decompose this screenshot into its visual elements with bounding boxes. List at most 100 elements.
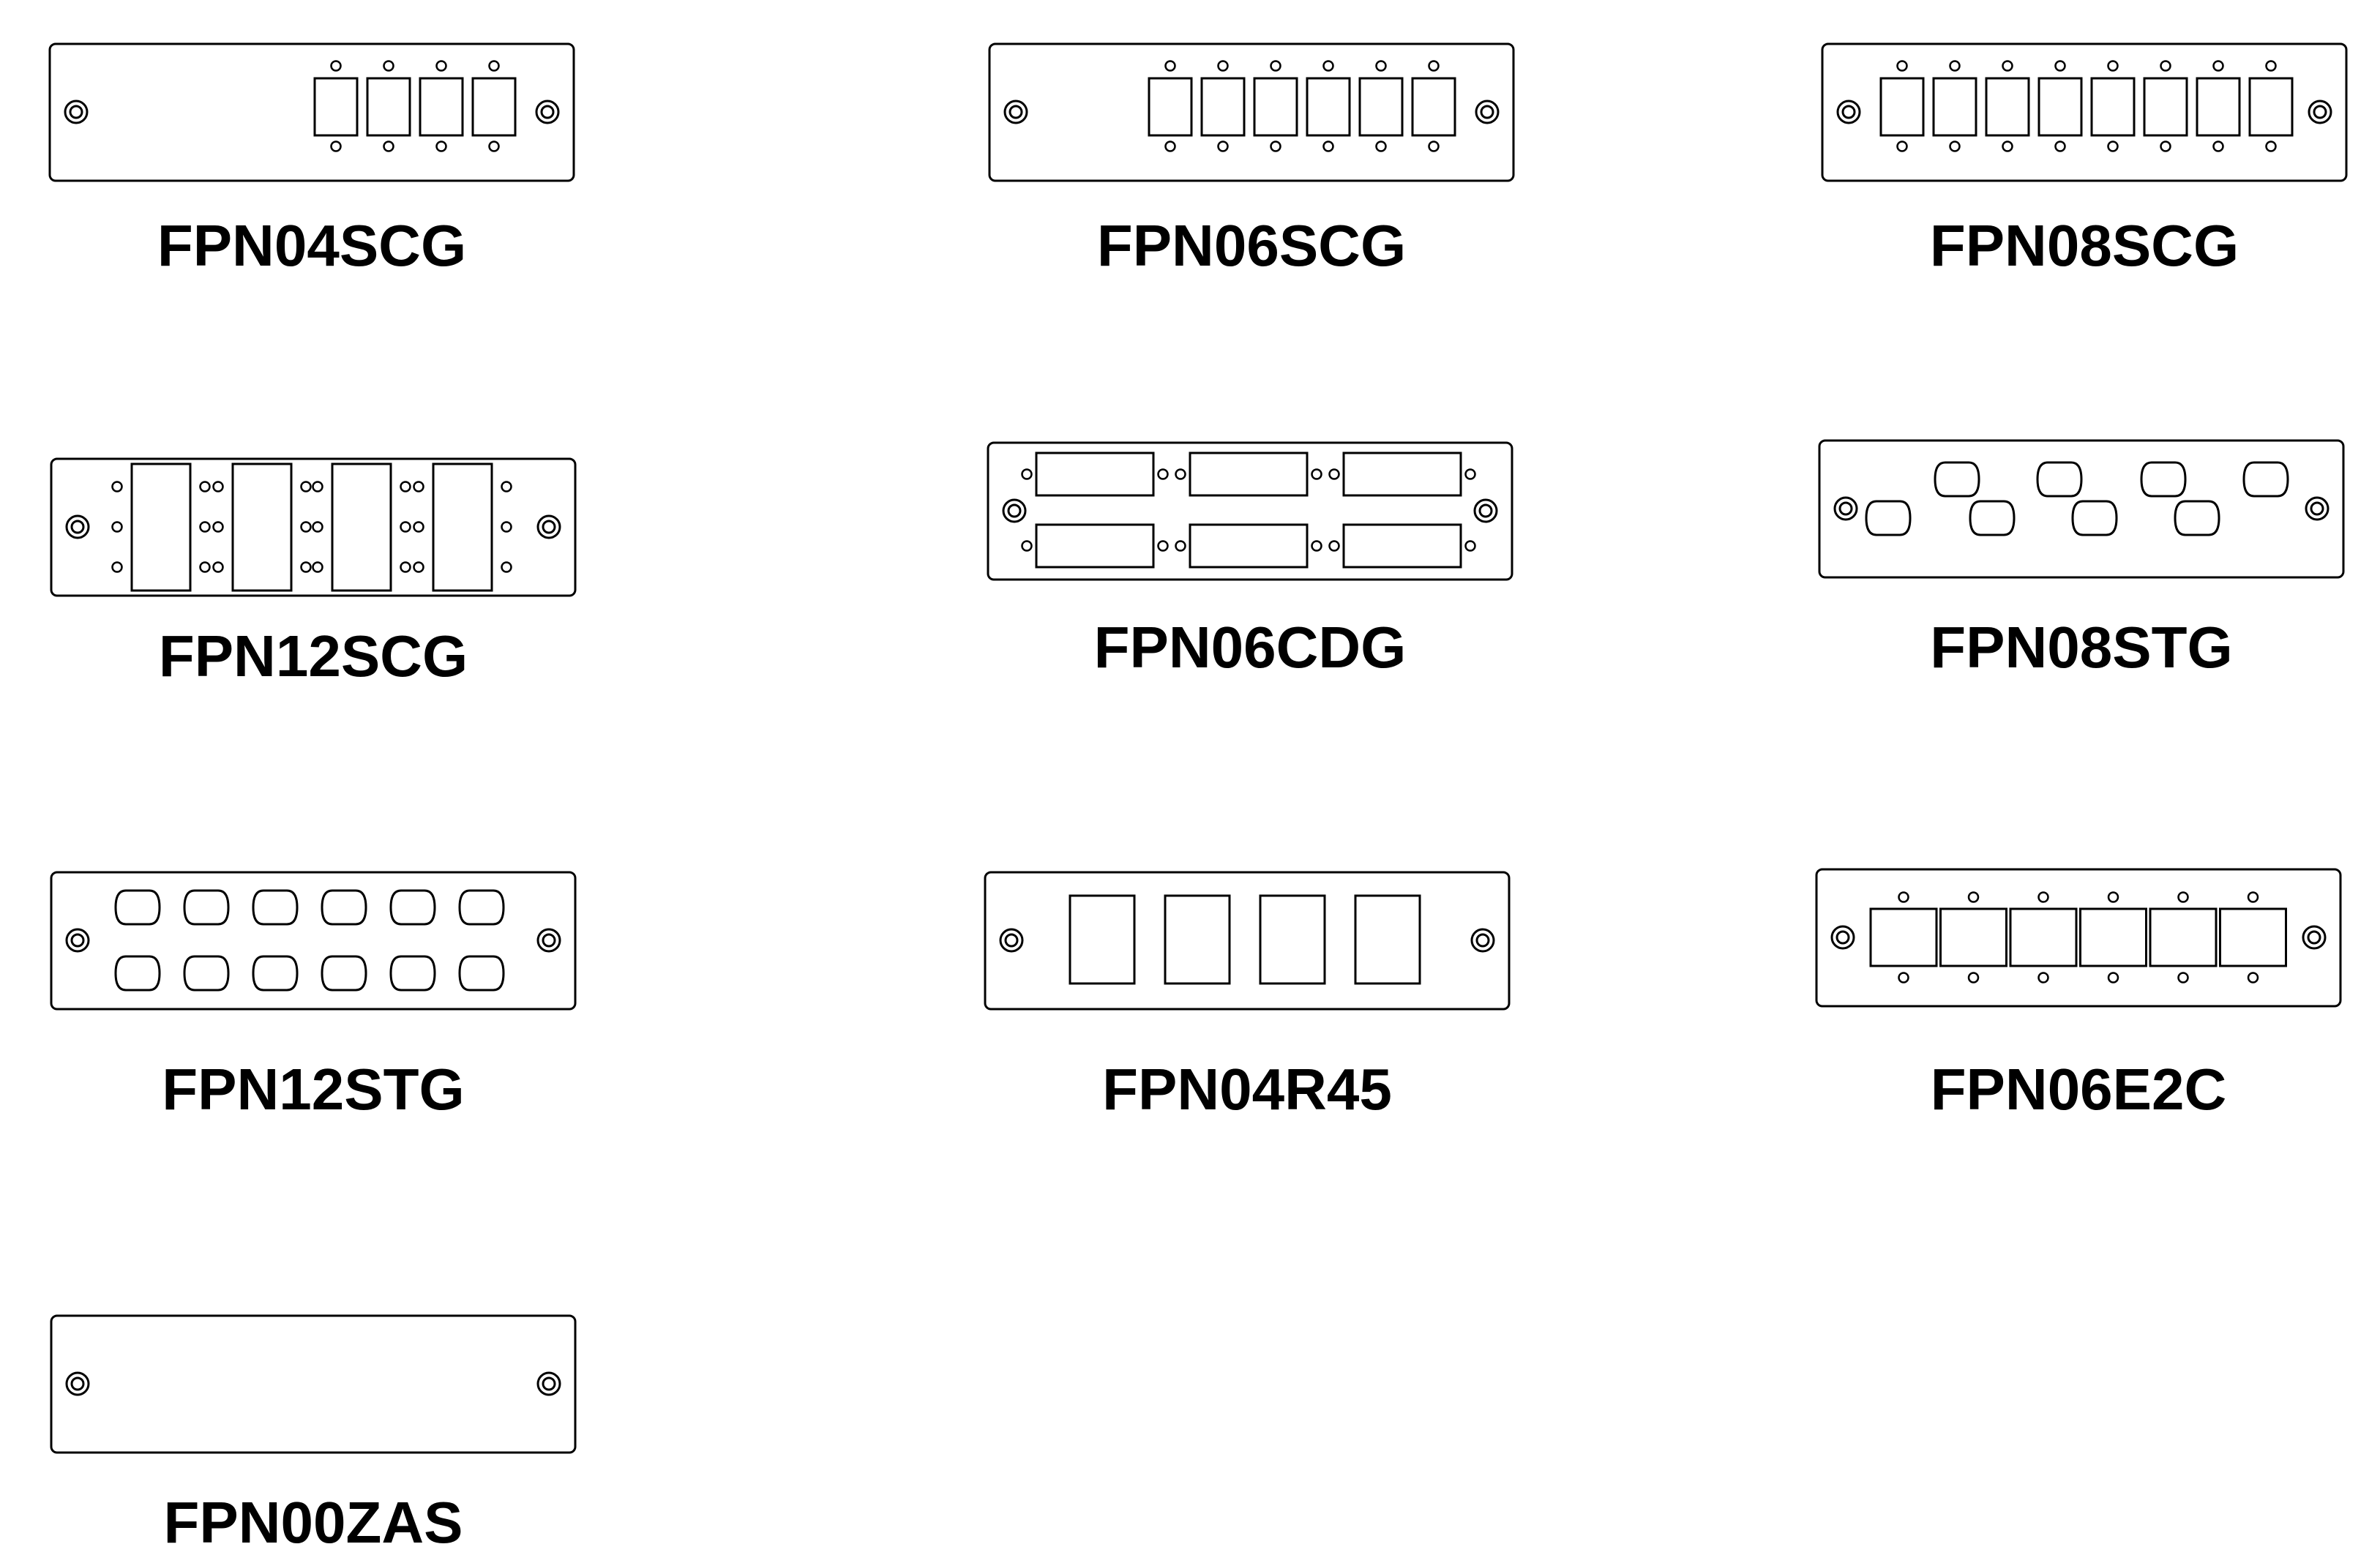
panel-drawing — [1815, 868, 2342, 1011]
hole — [113, 522, 122, 532]
mounting-screw-inner — [1840, 503, 1852, 514]
e2c-port — [2081, 909, 2147, 966]
panel-label: FPN04R45 — [1102, 1057, 1392, 1122]
mounting-screw-outer — [1832, 926, 1854, 948]
panel-frame — [1822, 44, 2346, 181]
panel-drawing — [987, 441, 1513, 584]
hole — [1950, 61, 1960, 71]
hole — [1330, 542, 1339, 551]
hole — [214, 522, 223, 532]
sc-port — [2144, 78, 2187, 135]
dsub-port — [1036, 525, 1153, 567]
hole — [2039, 893, 2048, 902]
mounting-screw-inner — [1481, 106, 1493, 118]
st-port — [322, 956, 366, 990]
mounting-screw-outer — [1472, 929, 1494, 951]
mounting-screw-inner — [72, 1378, 83, 1390]
hole — [2214, 61, 2223, 71]
panel-frame — [1819, 441, 2343, 577]
hole — [313, 563, 323, 572]
hole — [1898, 61, 1907, 71]
st-port — [253, 891, 297, 924]
st-port — [460, 891, 504, 924]
hole — [2248, 893, 2258, 902]
mounting-screw-outer — [1835, 498, 1857, 520]
hole — [1219, 142, 1228, 151]
mounting-screw-inner — [2308, 932, 2320, 943]
mounting-screw-outer — [1000, 929, 1022, 951]
hole — [414, 522, 424, 532]
st-port — [1935, 462, 1979, 496]
panel-drawing — [48, 42, 575, 185]
mounting-screw-inner — [72, 934, 83, 946]
mounting-screw-outer — [538, 516, 560, 538]
panel-frame — [51, 1316, 575, 1453]
dsub-port — [1190, 525, 1307, 567]
st-port — [116, 956, 160, 990]
hole — [437, 61, 446, 71]
duplex-port — [233, 464, 291, 591]
mounting-screw-outer — [2306, 498, 2328, 520]
hole — [1377, 61, 1386, 71]
panel-label: FPN00ZAS — [163, 1490, 463, 1555]
panel-fpn08scg: FPN08SCG — [1821, 42, 2348, 306]
sc-port — [1254, 78, 1297, 135]
sc-port — [2039, 78, 2081, 135]
mounting-screw-inner — [72, 521, 83, 533]
mounting-screw-inner — [2311, 503, 2323, 514]
hole — [2056, 61, 2065, 71]
hole — [1159, 470, 1168, 479]
mounting-screw-outer — [1003, 500, 1025, 522]
hole — [2248, 973, 2258, 983]
panel-label: FPN06E2C — [1930, 1057, 2227, 1122]
hole — [2108, 893, 2118, 902]
sc-port — [1360, 78, 1402, 135]
st-port — [116, 891, 160, 924]
dsub-port — [1190, 453, 1307, 495]
hole — [414, 482, 424, 492]
sc-port — [1986, 78, 2029, 135]
mounting-screw-inner — [542, 106, 553, 118]
st-port — [184, 956, 228, 990]
hole — [1271, 142, 1281, 151]
hole — [502, 522, 512, 532]
mounting-screw-outer — [1005, 101, 1027, 123]
hole — [1330, 470, 1339, 479]
hole — [332, 142, 341, 151]
hole — [201, 482, 210, 492]
sc-port — [1412, 78, 1455, 135]
panel-drawing — [50, 457, 577, 600]
st-port — [2244, 462, 2288, 496]
mounting-screw-outer — [2309, 101, 2331, 123]
mounting-screw-inner — [1843, 106, 1855, 118]
hole — [2108, 973, 2118, 983]
panel-drawing — [1818, 439, 2345, 582]
hole — [502, 482, 512, 492]
mounting-screw-inner — [1006, 934, 1017, 946]
hole — [214, 482, 223, 492]
panel-frame — [51, 459, 575, 596]
dsub-port — [1344, 453, 1461, 495]
panel-label: FPN12STG — [162, 1057, 465, 1122]
e2c-port — [2010, 909, 2076, 966]
mounting-screw-outer — [2303, 926, 2325, 948]
panel-label: FPN08STG — [1930, 615, 2233, 680]
hole — [384, 61, 394, 71]
panel-frame — [988, 443, 1512, 580]
e2c-port — [2150, 909, 2216, 966]
st-port — [2073, 501, 2117, 535]
hole — [214, 563, 223, 572]
mounting-screw-outer — [67, 929, 89, 951]
hole — [113, 482, 122, 492]
mounting-screw-outer — [536, 101, 558, 123]
hole — [384, 142, 394, 151]
duplex-port — [433, 464, 492, 591]
st-port — [2141, 462, 2185, 496]
mounting-screw-inner — [543, 934, 555, 946]
hole — [1466, 470, 1475, 479]
st-port — [2037, 462, 2081, 496]
panel-fpn08stg: FPN08STG — [1818, 439, 2345, 702]
hole — [2003, 142, 2013, 151]
sc-port — [367, 78, 410, 135]
panel-fpn00zas: FPN00ZAS — [50, 1314, 577, 1552]
